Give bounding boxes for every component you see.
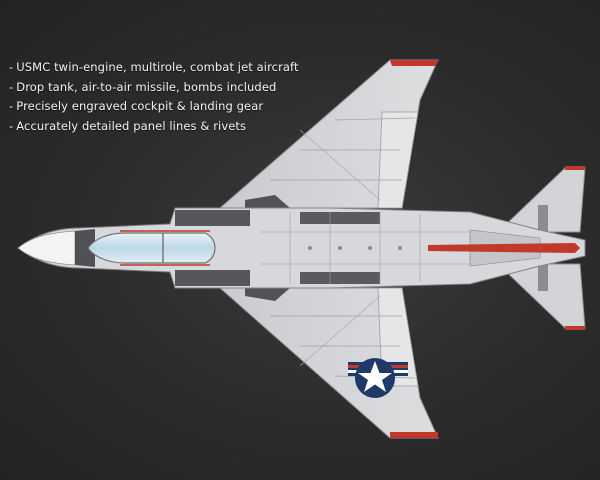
bullet-dash: - bbox=[9, 60, 14, 74]
feature-text: Precisely engraved cockpit & landing gea… bbox=[16, 99, 264, 113]
fuselage bbox=[17, 207, 586, 289]
lower-wing bbox=[218, 287, 439, 439]
bullet-dash: - bbox=[9, 79, 14, 94]
feature-list: -USMC twin-engine, multirole, combat jet… bbox=[9, 58, 299, 136]
national-insignia-roundel bbox=[348, 358, 408, 398]
feature-item: -Accurately detailed panel lines & rivet… bbox=[9, 117, 299, 137]
lower-tailplane bbox=[496, 263, 586, 330]
upper-tailplane bbox=[496, 166, 586, 233]
feature-item: -Drop tank, air-to-air missile, bombs in… bbox=[9, 78, 299, 98]
feature-text: Drop tank, air-to-air missile, bombs inc… bbox=[16, 79, 277, 94]
feature-text: Accurately detailed panel lines & rivets bbox=[16, 118, 247, 133]
canopy bbox=[87, 230, 216, 266]
upper-wing bbox=[218, 59, 439, 209]
feature-item: -USMC twin-engine, multirole, combat jet… bbox=[9, 58, 299, 78]
feature-item: -Precisely engraved cockpit & landing ge… bbox=[9, 97, 299, 117]
spine-stripe bbox=[428, 243, 580, 253]
bullet-dash: - bbox=[9, 118, 14, 133]
bullet-dash: - bbox=[9, 99, 14, 113]
feature-text: USMC twin-engine, multirole, combat jet … bbox=[16, 60, 299, 74]
